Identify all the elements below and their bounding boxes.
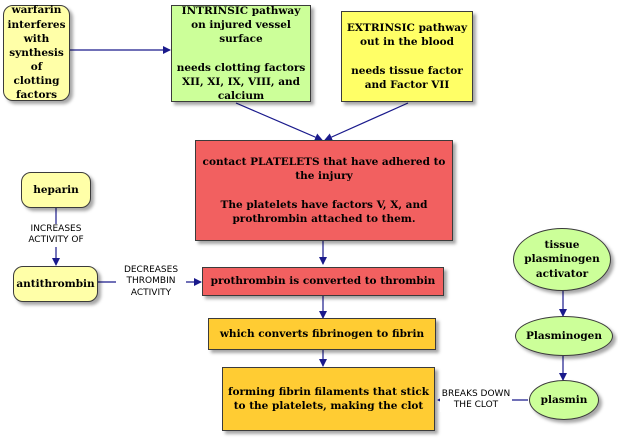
breaks-down-clot-label: BREAKS DOWN THE CLOT bbox=[440, 389, 512, 412]
antithrombin-node: antithrombin bbox=[13, 266, 98, 302]
edge-intrinsic-platelets bbox=[235, 102, 323, 141]
platelets-node: contact PLATELETS that have adhered to t… bbox=[195, 140, 453, 241]
tpa-node: tissue plasminogen activator bbox=[513, 228, 611, 291]
extrinsic-pathway-node: EXTRINSIC pathway out in the blood needs… bbox=[341, 11, 473, 102]
plasmin-node: plasmin bbox=[529, 380, 599, 420]
edge-extrinsic-platelets bbox=[324, 102, 409, 141]
decreases-thrombin-label: DECREASES THROMBIN ACTIVITY bbox=[116, 265, 186, 299]
prothrombin-node: prothrombin is converted to thrombin bbox=[202, 267, 444, 296]
fibrin-filaments-node: forming fibrin filaments that stick to t… bbox=[222, 367, 435, 431]
increases-activity-label: INCREASES ACTIVITY OF bbox=[20, 224, 92, 247]
intrinsic-pathway-node: INTRINSIC pathway on injured vessel surf… bbox=[171, 5, 311, 102]
plasminogen-node: Plasminogen bbox=[515, 316, 613, 356]
warfarin-node: warfarin interferes with synthesis of cl… bbox=[3, 4, 70, 101]
fibrinogen-node: which converts fibrinogen to fibrin bbox=[208, 318, 436, 350]
heparin-node: heparin bbox=[21, 172, 91, 208]
